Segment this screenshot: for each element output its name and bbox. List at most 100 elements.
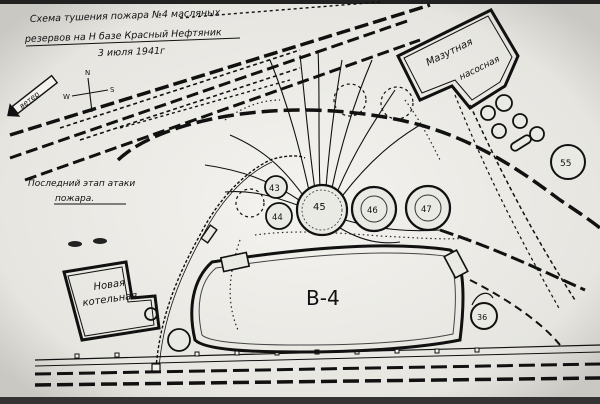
building-fuel-pump-inner [403,15,513,101]
tank-36-circle [470,302,498,330]
attack-line [229,134,306,199]
attack-line [317,49,321,189]
photo-frame-bottom [0,397,600,404]
attack-line [331,59,373,189]
right-side-lines [439,94,586,346]
tank-45-inner [301,189,343,231]
bottom-rail-4 [34,376,600,387]
small-tank [480,105,496,121]
dotted-line [404,99,441,161]
stage-label-line1: Последний этап атаки [28,179,135,189]
compass-w: W [63,93,70,101]
reservoir-main-outer [190,244,465,354]
building-new-boiler-inner [67,266,155,337]
compass-we-axis [71,89,109,97]
bottom-rail-3 [34,362,600,376]
tank-45-label: 45 [313,202,326,213]
attack-line [204,164,303,203]
fence-post [114,352,120,358]
small-cylinder-tank [510,134,532,152]
attack-line [342,124,421,196]
reservoir-gate-left [219,251,251,273]
railway-tracks [9,1,431,182]
new-boiler-line1: Новая [93,278,126,293]
small-tank [144,307,158,321]
rail-line-3 [24,38,421,182]
tank-46-outer [350,185,398,233]
fire-mark [68,241,82,247]
tank-36: 36 [470,302,498,330]
tank-47-inner [414,194,442,222]
fence-post [194,351,200,357]
right-line-2 [454,94,561,311]
right-line-1 [469,104,576,301]
attack-line [337,89,396,191]
hose-box [200,224,218,244]
building-new-boiler [62,260,161,342]
title-underline [25,37,241,47]
rail-line-1 [9,3,431,137]
dashed-tanks [235,83,414,218]
tank-43-circle [264,175,288,199]
dotted-line [224,99,281,121]
attack-line [299,54,316,191]
tank-55: 55 [550,144,586,180]
tank-47: 47 [404,184,452,232]
small-tanks [144,94,545,352]
fence-post [474,347,480,353]
dashed-tank [235,188,265,218]
small-tank [167,328,191,352]
reservoir-label: В-4 [306,286,340,310]
tank-47-outer [404,184,452,232]
attack-line [224,191,301,207]
compass-s: S [110,86,115,94]
tank-55-label: 55 [560,159,571,169]
compass-n: N [85,69,90,77]
fire-mark [93,238,107,244]
wind-arrow-head [7,103,21,117]
small-tank [512,113,528,129]
small-tank [495,94,513,112]
tank-43-label: 43 [269,184,280,194]
building-fuel-pump [395,8,520,110]
reservoir-gate-right [443,249,469,279]
right-line-4 [469,279,561,346]
small-tank [529,126,545,142]
rail-line-5 [79,67,301,141]
attack-line [269,59,311,196]
boundary-arc [116,108,600,230]
tank-43: 43 [264,175,288,199]
dotted-line [229,239,241,331]
tank-36-label: 36 [477,313,487,322]
tank-45-outer [295,183,349,237]
tank-55-circle [550,144,586,180]
attack-line [339,227,401,244]
reservoir-main-inner [198,252,456,346]
photo-frame-top [0,0,600,4]
tank-46-inner [360,195,388,223]
rail-line-4 [59,49,301,129]
fence-post [434,348,440,354]
title-date: 3 июля 1941г [98,46,167,59]
bottom-rail-2 [34,351,600,367]
wind-arrow-body [11,74,59,115]
dotted-line [254,231,471,240]
stage-label-line2: пожара. [55,194,94,204]
tank-44: 44 [265,202,293,230]
tank-44-label: 44 [272,213,283,223]
tank-45: 45 [295,183,349,237]
tank-44-circle [265,202,293,230]
dashed-tank [380,86,414,120]
fence-post [74,353,80,359]
fire-marks [68,238,107,247]
compass [71,77,109,113]
tank-36-hose [471,292,494,306]
tank-46-label: 46 [367,206,378,216]
tank-46: 46 [350,185,398,233]
small-tank [491,123,507,139]
tank-47-label: 47 [421,205,432,215]
hose-junction [151,363,161,372]
dotted-lines [224,99,471,331]
right-line-3 [439,228,586,292]
